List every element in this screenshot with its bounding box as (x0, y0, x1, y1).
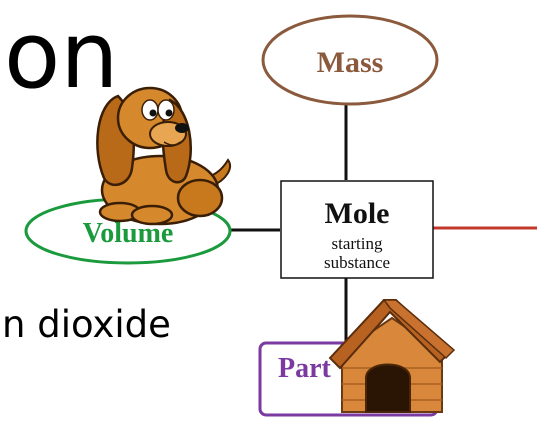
slide-body-fragment: n dioxide (2, 303, 171, 346)
mole-node: Mole starting substance (280, 180, 434, 279)
mass-node: Mass (261, 14, 439, 106)
doghouse-icon (328, 299, 456, 413)
mole-sub-line1: starting (332, 234, 383, 253)
mole-sub-line2: substance (324, 253, 390, 272)
particles-label: Part (278, 353, 332, 384)
mole-label: Mole (325, 197, 390, 230)
slide-title-fragment: on (4, 2, 119, 109)
cartoon-dog-icon (96, 86, 231, 226)
mass-label: Mass (317, 46, 384, 79)
